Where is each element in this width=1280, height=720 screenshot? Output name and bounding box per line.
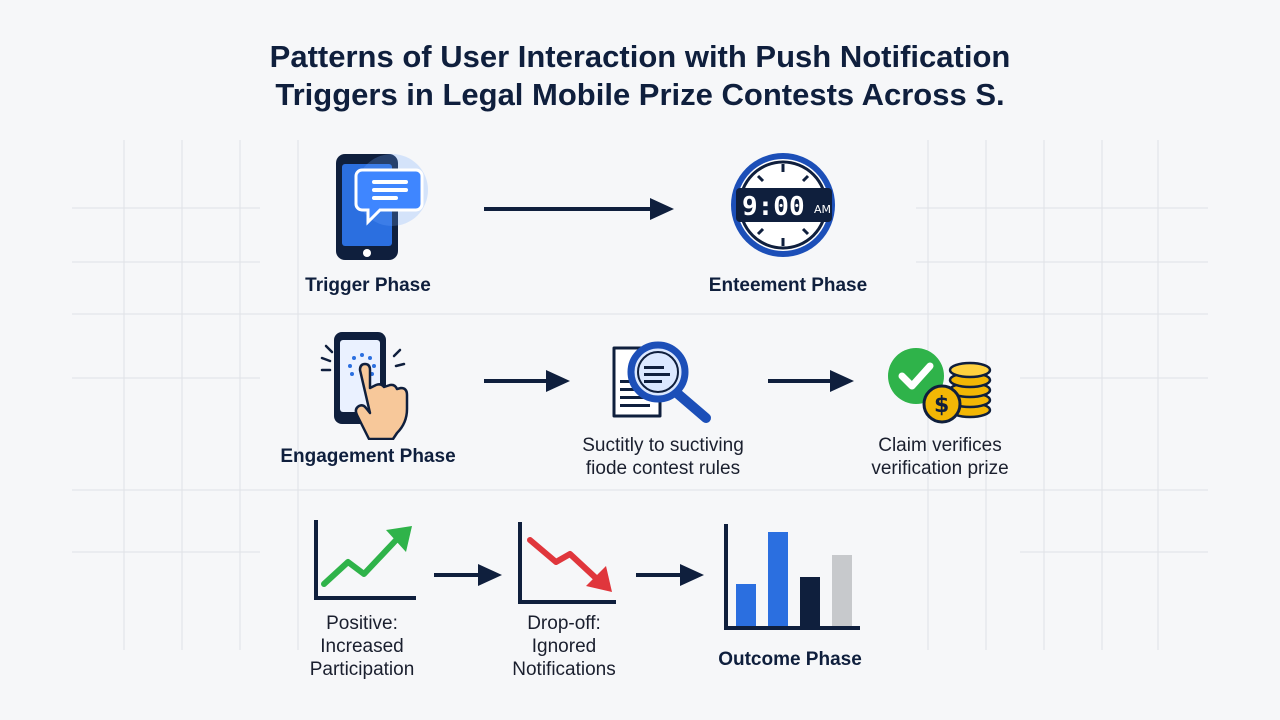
title-line-2: Triggers in Legal Mobile Prize Contests … [275,77,1005,112]
digital-clock-icon: 9:00 AM [731,153,835,257]
arrow-trigger-to-entitlement [484,198,674,220]
tap-phone-icon [320,332,409,440]
dropoff-outcome-label: Drop-off: Ignored Notifications [464,612,664,681]
entitlement-phase-node: 9:00 AM [728,150,842,264]
dropoff-outcome-node [514,520,624,606]
engagement-phase-node [318,328,418,440]
claim-label-line-2: verification prize [871,458,1009,479]
document-search-icon [612,341,711,423]
dropoff-line-1: Ignored [531,636,597,657]
dropoff-title: Drop-off: [527,613,601,634]
arrow-positive-to-dropoff [434,564,502,586]
clock-time-text: 9:00 [742,192,805,222]
positive-outcome-label: Positive: Increased Participation [262,612,462,681]
rules-review-node [606,336,722,432]
trend-up-icon [314,520,416,600]
bar-chart-icon [724,524,860,630]
phone-message-icon [336,154,428,260]
dropoff-line-2: Notifications [512,659,616,680]
trend-down-icon [518,522,616,604]
claim-verification-label: Claim verifices verification prize [830,434,1050,480]
title-line-1: Patterns of User Interaction with Push N… [269,39,1011,74]
engagement-phase-label: Engagement Phase [280,446,456,467]
arrow-engagement-to-rules [484,370,570,392]
rules-label-line-1: Suctitly to suctiving [582,435,744,456]
svg-text:$: $ [934,393,949,418]
positive-title: Positive: [326,613,398,634]
rules-label-line-2: fiode contest rules [585,458,741,479]
clock-ampm-text: AM [814,203,831,216]
arrow-dropoff-to-outcome [636,564,704,586]
positive-outcome-node [310,518,420,602]
claim-verification-node: $ [884,344,996,428]
claim-label-line-1: Claim verifices [878,435,1002,456]
trigger-phase-node [318,148,428,266]
arrow-rules-to-claim [768,370,854,392]
trigger-phase-label: Trigger Phase [305,275,431,296]
entitlement-phase-label: Enteement Phase [708,275,868,296]
rules-review-label: Suctitly to suctiving fiode contest rule… [553,434,773,480]
positive-line-1: Increased [320,636,404,657]
outcome-phase-label: Outcome Phase [718,649,862,670]
check-coins-icon: $ [888,348,992,424]
positive-line-2: Participation [309,659,415,680]
diagram-title: Patterns of User Interaction with Push N… [0,38,1280,114]
outcome-phase-node [720,522,866,636]
